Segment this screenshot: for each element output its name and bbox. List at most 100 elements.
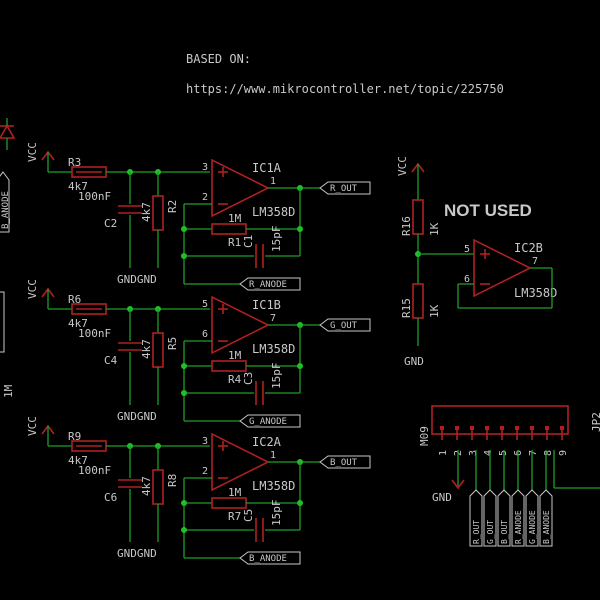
svg-text:R3: R3 <box>68 156 81 169</box>
svg-text:R7: R7 <box>228 510 241 523</box>
svg-text:4k7: 4k7 <box>140 202 153 222</box>
stage-green: VCC R6 4k7 100nF C4 4k7 R5 GNDGND 5 6 7 … <box>26 279 371 428</box>
svg-text:C4: C4 <box>104 354 118 367</box>
svg-text:GND: GND <box>404 355 424 368</box>
svg-text:B_ANODE: B_ANODE <box>249 554 287 564</box>
svg-text:R5: R5 <box>166 337 179 350</box>
svg-text:LM358D: LM358D <box>514 286 557 300</box>
svg-text:R_ANODE: R_ANODE <box>249 280 287 290</box>
svg-text:2: 2 <box>202 466 208 477</box>
svg-text:7: 7 <box>532 256 538 267</box>
svg-text:LM358D: LM358D <box>252 342 295 356</box>
net-tag <box>483 489 497 547</box>
svg-text:VCC: VCC <box>26 279 39 299</box>
svg-text:15pF: 15pF <box>270 363 283 390</box>
net-tag <box>469 489 483 547</box>
connector-pin-number: 9 <box>558 450 569 456</box>
svg-text:G_OUT: G_OUT <box>330 321 358 331</box>
svg-text:M09: M09 <box>418 426 431 446</box>
svg-text:R6: R6 <box>68 293 81 306</box>
net-tag <box>525 489 539 547</box>
svg-text:1: 1 <box>270 176 276 187</box>
svg-text:R2: R2 <box>166 200 179 213</box>
svg-text:1M: 1M <box>228 349 242 362</box>
svg-text:3: 3 <box>202 436 208 447</box>
svg-text:VCC: VCC <box>26 416 39 436</box>
svg-text:R8: R8 <box>166 474 179 487</box>
svg-text:G_ANODE: G_ANODE <box>249 417 287 427</box>
svg-text:R16: R16 <box>400 216 413 236</box>
svg-text:15pF: 15pF <box>270 500 283 527</box>
svg-text:100nF: 100nF <box>78 464 111 477</box>
svg-text:1K: 1K <box>428 304 441 318</box>
svg-text:IC1A: IC1A <box>252 161 282 175</box>
svg-text:C6: C6 <box>104 491 117 504</box>
connector-pin-pad <box>500 426 504 430</box>
stage-blue: VCC R9 4k7 100nF C6 4k7 R8 GNDGND 3 2 1 … <box>26 416 371 565</box>
svg-text:LM358D: LM358D <box>252 205 295 219</box>
svg-text:100nF: 100nF <box>78 190 111 203</box>
svg-text:4k7: 4k7 <box>140 339 153 359</box>
svg-text:VCC: VCC <box>396 156 409 176</box>
svg-text:4k7: 4k7 <box>68 454 88 467</box>
svg-text:15pF: 15pF <box>270 226 283 253</box>
svg-text:JP2: JP2 <box>590 412 600 432</box>
svg-text:GNDGND: GNDGND <box>117 547 157 560</box>
net-tag-label: R_OUT <box>472 520 481 544</box>
svg-text:R9: R9 <box>68 430 81 443</box>
svg-text:IC2B: IC2B <box>514 241 543 255</box>
based-on-label: BASED ON: <box>186 52 251 66</box>
connector-pin-number: 3 <box>468 450 479 456</box>
left-edge-diode <box>0 118 16 150</box>
net-tag <box>497 489 511 547</box>
svg-text:R15: R15 <box>400 298 413 318</box>
svg-text:GNDGND: GNDGND <box>117 273 157 286</box>
svg-text:IC2A: IC2A <box>252 435 282 449</box>
b-anode-tag-left: B_ANODE <box>0 171 11 233</box>
svg-text:IC1B: IC1B <box>252 298 281 312</box>
connector-pin-number: 4 <box>483 450 494 456</box>
svg-text:1M: 1M <box>228 486 242 499</box>
svg-text:5: 5 <box>464 244 470 255</box>
svg-text:R4: R4 <box>228 373 242 386</box>
left-edge-part <box>0 291 5 353</box>
net-tag-label: R_ANODE <box>514 510 523 544</box>
svg-text:GNDGND: GNDGND <box>117 410 157 423</box>
connector-pin-pad <box>560 426 564 430</box>
svg-text:C3: C3 <box>242 372 255 385</box>
left-1m-label: 1M <box>2 384 15 398</box>
svg-text:6: 6 <box>464 274 470 285</box>
connector-pin-pad <box>440 426 444 430</box>
connector-pin-pad <box>545 426 549 430</box>
svg-text:1K: 1K <box>428 222 441 236</box>
connector-pin-number: 8 <box>543 450 554 456</box>
svg-text:VCC: VCC <box>26 142 39 162</box>
svg-text:R_OUT: R_OUT <box>330 184 358 194</box>
svg-text:B_OUT: B_OUT <box>330 458 358 468</box>
connector-pin-pad <box>515 426 519 430</box>
svg-text:C2: C2 <box>104 217 117 230</box>
connector-pin-pad <box>455 426 459 430</box>
net-tag-label: B_ANODE <box>542 510 551 544</box>
svg-text:1M: 1M <box>228 212 242 225</box>
svg-text:C5: C5 <box>242 509 255 522</box>
svg-text:3: 3 <box>202 162 208 173</box>
svg-text:B_ANODE: B_ANODE <box>1 191 11 229</box>
stage-unused: VCC R16 1K R15 1K GND 5 6 7 IC2B LM358D … <box>396 156 557 368</box>
svg-text:2: 2 <box>202 192 208 203</box>
svg-text:100nF: 100nF <box>78 327 111 340</box>
net-tag-label: G_OUT <box>486 520 495 544</box>
connector-pin-pad <box>530 426 534 430</box>
net-tag-label: G_ANODE <box>528 510 537 544</box>
connector-pin-pad <box>485 426 489 430</box>
svg-text:C1: C1 <box>242 235 255 248</box>
svg-text:1: 1 <box>270 450 276 461</box>
svg-text:4k7: 4k7 <box>140 476 153 496</box>
not-used-label: NOT USED <box>444 201 532 220</box>
source-url[interactable]: https://www.mikrocontroller.net/topic/22… <box>186 82 504 96</box>
